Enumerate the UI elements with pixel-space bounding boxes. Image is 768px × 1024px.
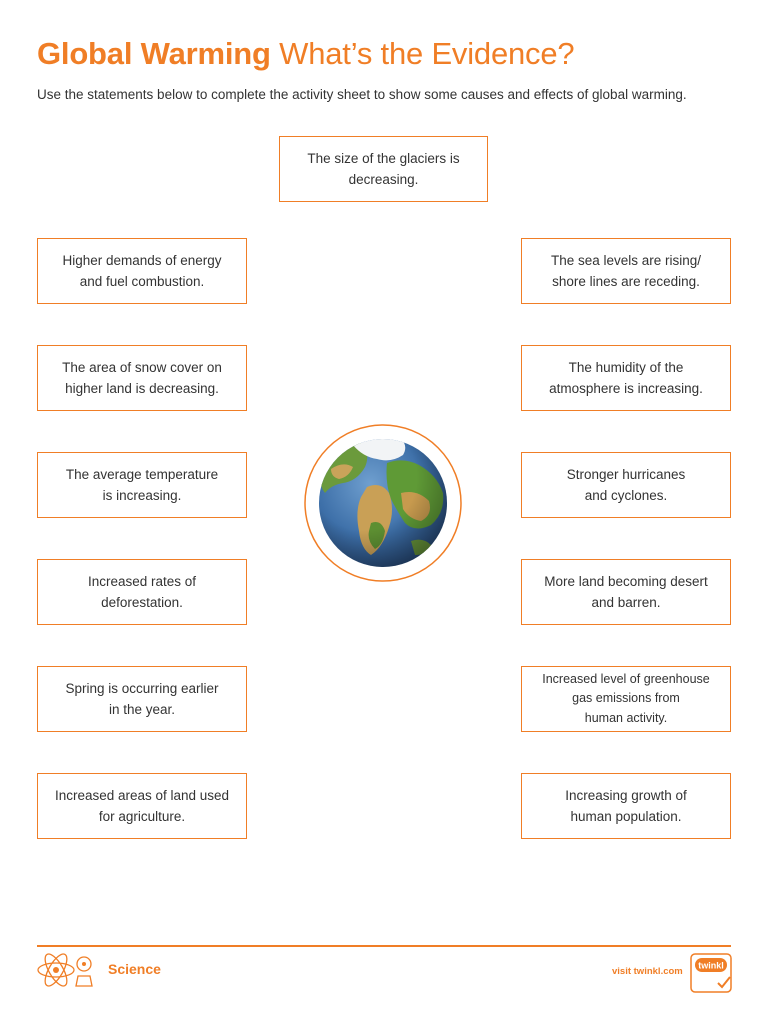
statement-card-left[interactable]: The area of snow cover on higher land is…	[37, 345, 247, 411]
statement-card-right[interactable]: Increasing growth of human population.	[521, 773, 731, 839]
science-atom-icon	[34, 950, 100, 990]
statement-card-left[interactable]: Spring is occurring earlier in the year.	[37, 666, 247, 732]
page-title: Global Warming What’s the Evidence?	[37, 36, 575, 72]
statement-card-top[interactable]: The size of the glaciers is decreasing.	[279, 136, 488, 202]
statement-card-left[interactable]: Increased areas of land used for agricul…	[37, 773, 247, 839]
title-bold: Global Warming	[37, 36, 271, 71]
instructions: Use the statements below to complete the…	[37, 87, 687, 102]
statement-card-right[interactable]: Increased level of greenhouse gas emissi…	[521, 666, 731, 732]
statement-card-right[interactable]: The sea levels are rising/ shore lines a…	[521, 238, 731, 304]
statement-card-right[interactable]: More land becoming desert and barren.	[521, 559, 731, 625]
earth-globe-icon	[291, 423, 477, 583]
footer-subject: Science	[108, 961, 161, 977]
twinkl-badge-icon: twinkl	[690, 953, 734, 993]
statement-card-left[interactable]: Increased rates of deforestation.	[37, 559, 247, 625]
statement-card-left[interactable]: Higher demands of energy and fuel combus…	[37, 238, 247, 304]
statement-card-right[interactable]: Stronger hurricanes and cyclones.	[521, 452, 731, 518]
footer-link[interactable]: visit twinkl.com	[612, 966, 683, 977]
statement-card-left[interactable]: The average temperature is increasing.	[37, 452, 247, 518]
statement-card-right[interactable]: The humidity of the atmosphere is increa…	[521, 345, 731, 411]
badge-name: twinkl	[698, 961, 724, 971]
title-rest: What’s the Evidence?	[279, 36, 575, 71]
footer-divider	[37, 945, 731, 947]
